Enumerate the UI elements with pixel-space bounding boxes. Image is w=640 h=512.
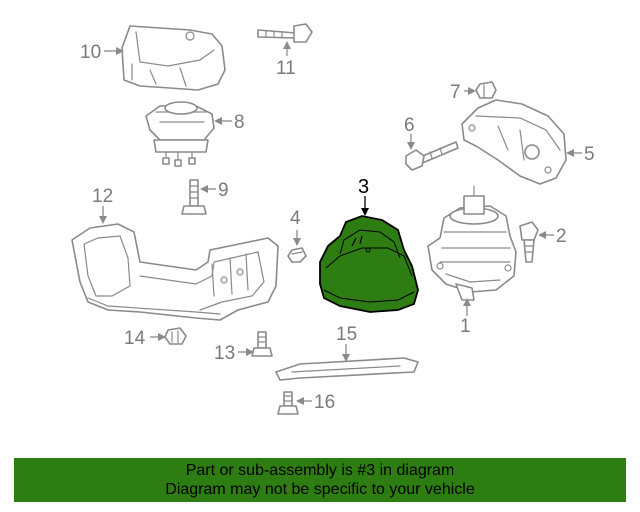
- part-3-insulator[interactable]: [319, 215, 419, 313]
- part-7-nut[interactable]: [475, 81, 497, 99]
- part-16-bolt[interactable]: [277, 391, 299, 415]
- callout-13: 13: [214, 343, 235, 364]
- callout-10: 10: [80, 42, 101, 63]
- callout-6: 6: [404, 115, 415, 136]
- callout-15: 15: [336, 324, 357, 345]
- part-6-bolt[interactable]: [405, 141, 459, 171]
- callout-14: 14: [124, 328, 146, 349]
- part-4-bolt[interactable]: [287, 247, 307, 263]
- callout-16: 16: [314, 392, 335, 413]
- banner-line-2: Diagram may not be specific to your vehi…: [165, 481, 475, 498]
- part-10-bracket[interactable]: [121, 25, 226, 91]
- part-11-bolt[interactable]: [257, 23, 313, 43]
- parts-diagram: 10 11 8 9 12: [71, 23, 595, 415]
- callout-9: 9: [218, 180, 229, 201]
- callout-5: 5: [584, 144, 595, 165]
- banner-line-1: Part or sub-assembly is #3 in diagram: [185, 462, 455, 479]
- callout-8: 8: [234, 112, 245, 133]
- part-5-bracket[interactable]: [461, 99, 567, 185]
- part-14-nut[interactable]: [164, 327, 187, 345]
- part-2-bolt[interactable]: [519, 221, 539, 263]
- part-12-crossmember[interactable]: [71, 223, 279, 321]
- callout-11: 11: [276, 58, 296, 79]
- part-1-engine-mount[interactable]: [427, 185, 517, 301]
- part-15-shield[interactable]: [275, 357, 419, 381]
- callout-2: 2: [556, 226, 567, 247]
- callout-3: 3: [358, 176, 369, 198]
- part-8-mount[interactable]: [145, 101, 215, 167]
- callout-12: 12: [92, 186, 113, 207]
- info-banner: Part or sub-assembly is #3 in diagram Di…: [14, 458, 626, 502]
- part-9-stud[interactable]: [181, 179, 207, 215]
- part-13-bolt[interactable]: [251, 331, 273, 357]
- callout-4: 4: [290, 208, 301, 229]
- callout-7: 7: [450, 82, 461, 103]
- callout-1: 1: [460, 316, 471, 337]
